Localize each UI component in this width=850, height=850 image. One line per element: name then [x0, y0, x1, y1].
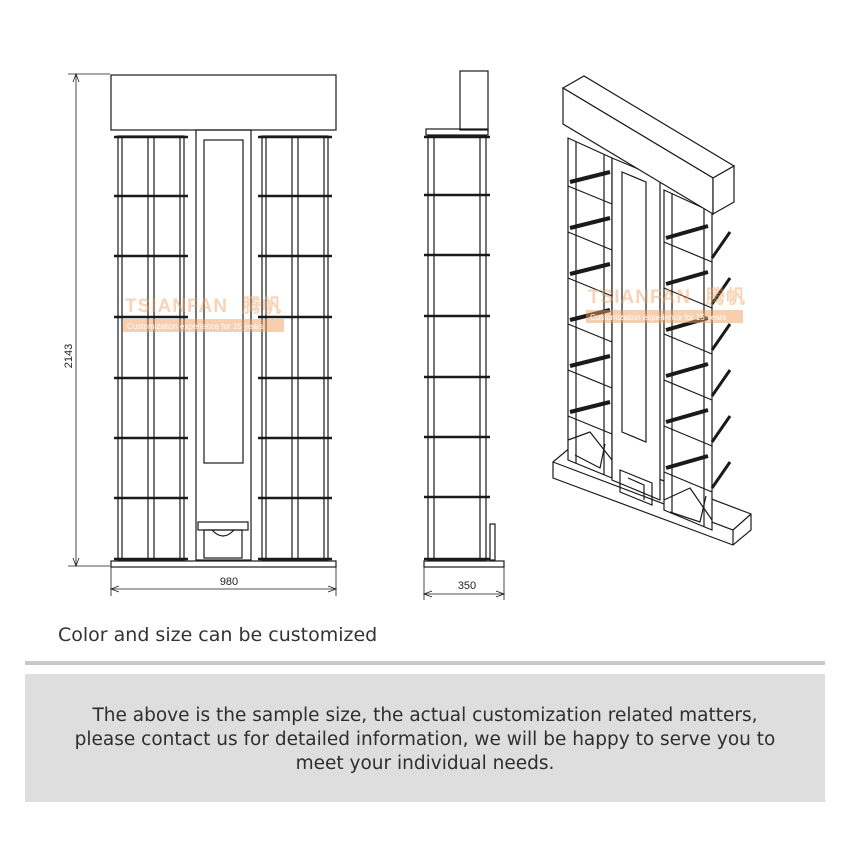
isometric-view [552, 75, 752, 546]
height-dimension-label: 2143 [63, 344, 75, 368]
front-view [68, 72, 338, 596]
customization-caption: Color and size can be customized [58, 624, 378, 646]
width-dimension-line [109, 567, 338, 596]
iso-right-shelves [665, 224, 709, 470]
watermark-brand-front: TSIANFAN [125, 296, 228, 317]
watermark-tagline-iso: Customization experience for 15 years [590, 313, 727, 322]
width-dimension-label: 980 [220, 576, 238, 588]
depth-dimension-label: 350 [458, 580, 476, 592]
info-note-box: The above is the sample size, the actual… [25, 674, 825, 802]
side-view [422, 70, 506, 600]
iso-center-panel [611, 157, 661, 506]
iso-right-tower [663, 189, 713, 531]
iso-side-arms [710, 231, 732, 489]
watermark-tagline-front: Customization experience for 15 years [127, 322, 264, 331]
front-base [110, 560, 337, 568]
info-note-text: The above is the sample size, the actual… [74, 705, 776, 774]
watermark-cjk-front: 腾帆 [241, 294, 282, 317]
watermark-front: TSIANFAN 腾帆 Customization experience for… [123, 294, 284, 332]
side-base [423, 560, 505, 568]
divider [25, 661, 825, 665]
front-shelves [114, 135, 332, 561]
watermark-cjk-iso: 腾帆 [705, 285, 746, 308]
side-shelves [424, 135, 490, 561]
front-right-tower [261, 135, 329, 561]
front-header-box [110, 74, 337, 131]
watermark-iso: TSIANFAN 腾帆 Customization experience for… [586, 285, 746, 323]
watermark-brand-iso: TSIANFAN [588, 287, 691, 308]
depth-dimension-line [422, 567, 506, 600]
front-left-tower [117, 135, 185, 561]
iso-header-box [561, 75, 736, 216]
front-center-panel [195, 129, 252, 561]
technical-drawing: 2143 980 TSIANFAN 腾帆 Customization exper… [63, 70, 752, 600]
side-header-box [459, 70, 489, 131]
height-dimension-line [68, 72, 110, 568]
